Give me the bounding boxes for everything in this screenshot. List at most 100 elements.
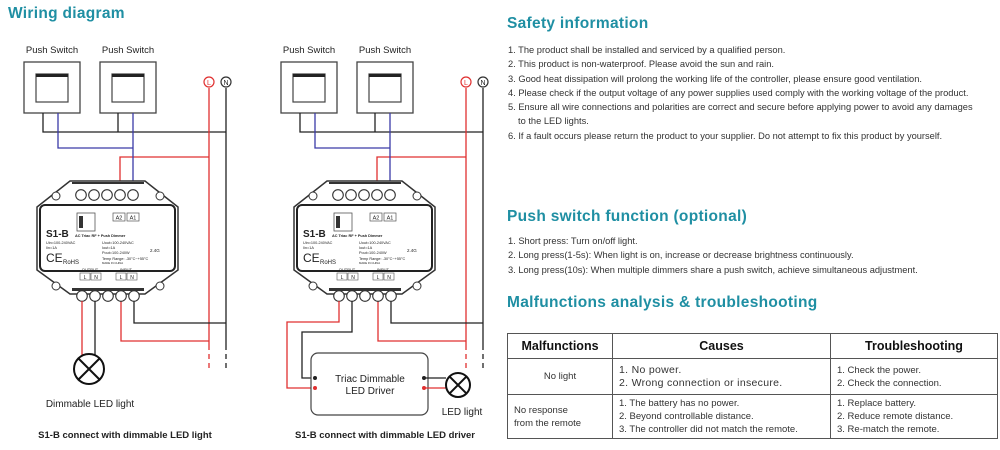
output-label: OUTPUT [339,267,356,272]
device-subtitle: AC Triac RF + Push Dimmer [332,234,383,238]
device-made: MADE IN CHINA [102,261,123,265]
push-switch-list: 1. Short press: Turn on/off light. 2. Lo… [508,234,918,277]
left-caption: S1-B connect with dimmable LED light [38,430,212,441]
terminal [75,189,87,201]
live-to-dimmer-wire [376,156,466,190]
device-iin: Iin=1A [303,246,314,250]
live-label: L [464,80,468,87]
lamp-label: LED light [442,407,483,418]
push-switch-bar [36,74,68,77]
device-rf: 2.4G [407,248,417,253]
malfunction-line: from the remote [514,417,582,429]
terminal [346,290,358,302]
terminal-tag [79,272,91,281]
fix-item: 2. Reduce remote distance. [837,411,954,422]
terminal-tag-label: L [377,275,380,281]
terminal [102,290,114,302]
terminal-tag [347,272,359,281]
terminal [371,189,383,201]
push-switch-item: 2. Long press(1-5s): When light is on, i… [508,250,854,261]
header-malfunctions: Malfunctions [507,333,613,359]
dimmer-faceplate [296,204,433,272]
a1-label: A1 [130,216,137,222]
switch-common-wire [299,113,483,133]
safety-item: 5. Ensure all wire connections and polar… [508,102,973,127]
input-live-wire [120,301,209,342]
mount-hole [308,191,318,201]
safety-item: 3. Good heat dissipation will prolong th… [508,73,922,84]
cause-item: 3. The controller did not match the remo… [619,424,798,435]
device-model: S1-B [303,229,326,240]
terminal [76,290,88,302]
causes-cell: 1. No power. 2. Wrong connection or inse… [612,358,831,395]
a1-label: A1 [387,216,394,222]
header-troubleshooting: Troubleshooting [830,333,998,359]
mount-hole [308,281,318,291]
driver-terminal-dot [313,376,317,380]
switch-signal-wire [57,113,133,149]
driver-terminal-dot [422,386,426,390]
terminal [332,189,344,201]
dimmer-bottom-bar [72,288,144,291]
cause-item: 1. No power. [619,363,682,376]
push-switch-button [35,73,69,103]
terminal-tag-label: N [351,275,355,281]
lamp-cross [448,375,468,395]
fix-cell: 1. Check the power. 2. Check the connect… [830,358,998,395]
output-live-wire [286,301,340,389]
fix-item: 1. Replace battery. [837,398,917,409]
live-label: L [207,80,211,87]
input-label: INPUT [377,267,390,272]
device-uin: Uin=100-240VAC [303,241,333,245]
terminal [101,189,113,201]
malfunctions-title: Malfunctions analysis & troubleshooting [507,294,818,311]
live-terminal-icon [460,76,472,88]
switch-signal-wire [314,113,390,149]
safety-item: 4. Please check if the output voltage of… [508,87,969,98]
mount-hole [412,281,422,291]
fix-item: 1. Check the power. [837,364,921,376]
header-causes: Causes [612,333,831,359]
a1-box [126,212,140,222]
safety-item: 2. This product is non-waterproof. Pleas… [508,59,774,70]
push-switch [99,61,157,114]
table-row: No light 1. No power. 2. Wrong connectio… [507,358,998,395]
push-switch-bar [293,74,325,77]
switch-common-wire [42,113,226,133]
terminal-tag-label: L [84,275,87,281]
terminal [89,290,101,302]
fix-cell: 1. Replace battery. 2. Reduce remote dis… [830,394,998,439]
neutral-terminal-icon [477,76,489,88]
terminal [358,189,370,201]
output-label: OUTPUT [82,267,99,272]
device-iout: Iout=1A [359,246,373,250]
terminal [114,189,126,201]
cause-item: 2. Beyond controllable distance. [619,411,754,422]
lamp-label: Dimmable LED light [46,399,135,410]
push-switch-bar [369,74,401,77]
cause-item: 1. The battery has no power. [619,398,740,409]
output-neutral-wire [301,301,353,379]
device-rf: 2.4G [150,248,160,253]
malfunction-cell: No light [507,358,613,395]
terminal [384,189,396,201]
mount-hole [155,281,165,291]
malfunction-line: No response [514,404,568,416]
push-switch-title: Push switch function (optional) [507,208,748,225]
push-switch-label: Push Switch [359,45,411,56]
device-temp: Temp Range: -30°C~+55°C [359,257,406,261]
push-switch-item: 3. Long press(10s): When multiple dimmer… [508,264,918,275]
push-switch-bar [112,74,144,77]
table-row: No response from the remote 1. The batte… [507,394,998,439]
terminal-tag [336,272,348,281]
push-switch-button [368,73,402,103]
push-switch-button [292,73,326,103]
a2-box [112,212,126,222]
safety-item: 1. The product shall be installed and se… [508,45,786,55]
push-switch-label: Push Switch [283,45,335,56]
driver-terminal-dot [422,376,426,380]
driver-label: LED Driver [346,386,396,397]
device-temp: Temp Range: -30°C~+55°C [102,257,149,261]
device-uin: Uin=100-240VAC [46,241,76,245]
